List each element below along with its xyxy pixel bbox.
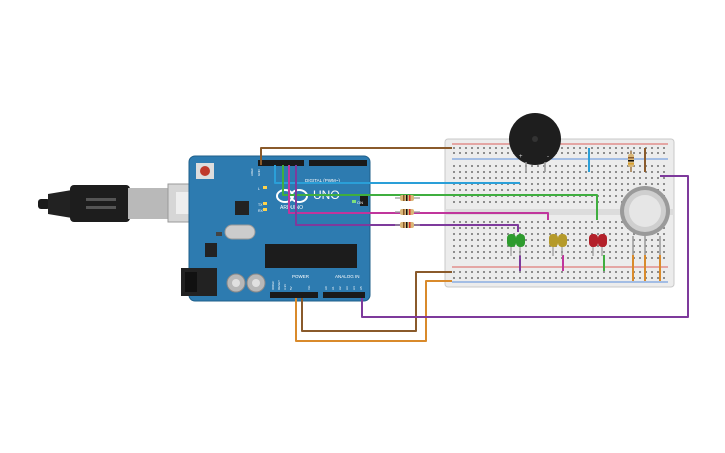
svg-text:-: - [547,154,549,160]
yellow-led [549,234,567,256]
arduino-board: ARDUINO UNO DIGITAL (PWM~) ANALOG IN POW… [181,155,371,302]
power-header [270,292,318,298]
on-label: ON [357,200,363,205]
wire-gnd-bottom [301,271,452,332]
tx-label: TX [258,203,263,207]
green-led [507,234,525,256]
red-led [589,234,607,256]
resistor-2 [395,209,420,215]
a5-label: A5 [359,286,363,290]
a1-label: A1 [331,286,335,290]
aref-label: AREF [250,168,254,176]
reset-label: RESET [277,280,281,290]
gas-sensor [620,186,670,255]
a3-label: A3 [345,286,349,290]
resistor-3 [395,222,420,228]
a4-label: A4 [352,286,356,290]
wire-blue [274,165,520,184]
wire-magenta [288,165,549,220]
power-header-label: POWER [292,274,310,279]
analog-header-label: ANALOG IN [335,274,360,279]
wire-green [282,165,598,220]
digital-header-label: DIGITAL (PWM~) [305,178,340,183]
a0-label: A0 [324,286,328,290]
wire-5v [295,280,452,342]
resistors [395,150,634,228]
wire-gnd-top [260,147,452,165]
atmega-chip [265,244,357,268]
v5-label: 5V [289,286,293,290]
wire-analog [361,175,689,318]
crystal [224,224,256,240]
digital-header-left [258,160,304,166]
l-label: L [258,187,260,191]
rx-label: RX [258,209,264,213]
digital-header-right [309,160,367,166]
usb-chip [235,201,249,215]
svg-text:+: + [519,154,523,160]
logo-text: ARDUINO [280,205,303,211]
usb-cable [38,183,215,223]
vin-label: Vin [307,285,311,290]
analog-header [323,292,365,298]
leds [507,234,607,256]
resistor-1 [395,195,420,201]
gnd-label: GND [257,169,261,177]
piezo-buzzer: + - [509,113,561,172]
a2-label: A2 [338,286,342,290]
ioref-label: IOREF [271,281,275,290]
v33-label: 3.3V [283,284,287,290]
resistor-4 [628,150,634,172]
